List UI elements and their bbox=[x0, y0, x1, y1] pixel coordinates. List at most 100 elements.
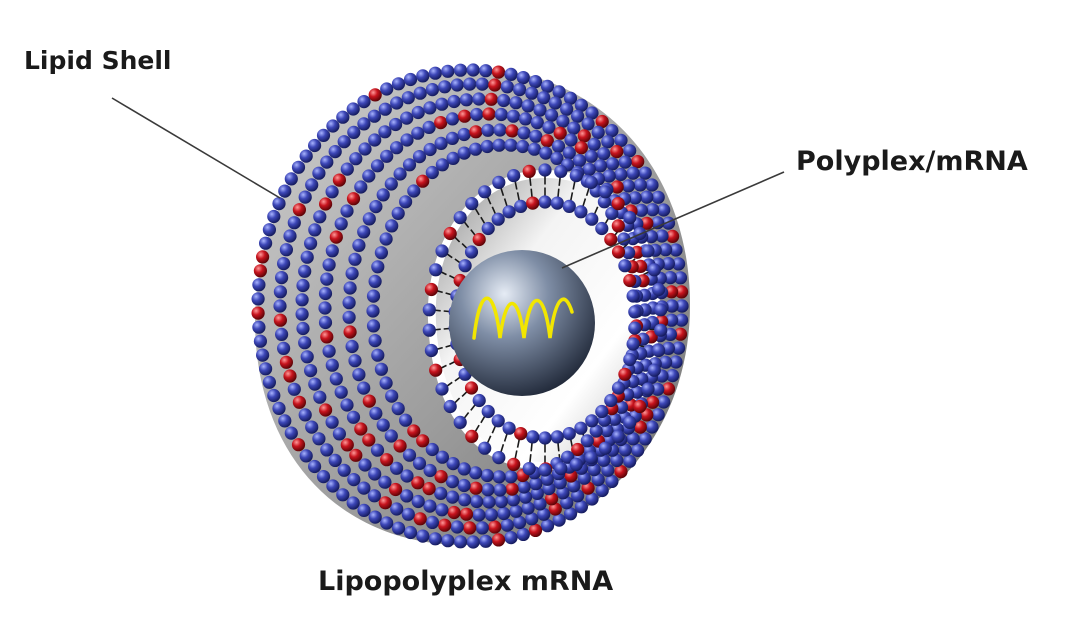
lipid-head bbox=[380, 516, 394, 530]
lipid-head bbox=[533, 103, 547, 117]
lipid-head bbox=[572, 154, 587, 168]
lipid-head bbox=[349, 152, 363, 166]
lipid-head bbox=[412, 150, 427, 164]
lipid-head bbox=[605, 474, 619, 488]
lipid-head bbox=[465, 429, 479, 443]
lipid-head bbox=[308, 459, 322, 474]
lipid-head bbox=[357, 481, 371, 495]
lipid-head bbox=[601, 463, 615, 477]
lipid-head bbox=[374, 362, 388, 376]
lipid-head bbox=[556, 114, 570, 128]
lipid-head bbox=[368, 334, 382, 348]
lipid-head bbox=[459, 507, 474, 521]
lipid-head bbox=[275, 271, 289, 285]
lipid-head bbox=[340, 204, 354, 218]
lipid-head bbox=[571, 442, 585, 457]
lipid-head bbox=[402, 448, 417, 462]
mrna-wave-icon bbox=[472, 296, 574, 340]
lipid-head bbox=[389, 482, 403, 497]
lipid-head bbox=[379, 232, 393, 246]
lipid-head bbox=[500, 80, 514, 94]
lipid-head bbox=[605, 157, 620, 171]
lipid-head bbox=[552, 85, 566, 99]
lipid-head bbox=[569, 169, 583, 183]
lipid-head bbox=[345, 339, 359, 354]
lipid-head bbox=[597, 195, 612, 209]
lipid-head bbox=[445, 131, 459, 145]
lipid-head bbox=[284, 172, 298, 186]
lipid-head bbox=[251, 306, 265, 320]
lipid-head bbox=[463, 77, 477, 91]
lipid-head bbox=[300, 250, 314, 264]
lipid-head bbox=[475, 77, 489, 91]
lipid-head bbox=[262, 223, 276, 237]
lipid-head bbox=[554, 462, 568, 476]
lipid-head bbox=[346, 496, 360, 510]
lipid-head bbox=[628, 305, 642, 319]
lipid-head bbox=[574, 98, 589, 112]
lipid-head bbox=[320, 272, 334, 286]
lipid-head bbox=[469, 481, 483, 495]
lipid-head bbox=[362, 169, 376, 183]
lipid-head bbox=[378, 496, 392, 510]
lipid-head bbox=[400, 469, 414, 483]
lipid-head bbox=[538, 163, 552, 177]
lipid-head bbox=[623, 352, 637, 367]
lipid-head bbox=[545, 492, 559, 506]
lipid-head bbox=[291, 438, 306, 452]
lipid-head bbox=[585, 414, 599, 428]
lipid-head bbox=[528, 523, 543, 538]
lipid-head bbox=[445, 475, 459, 489]
lipid-head bbox=[638, 432, 652, 446]
lipid-head bbox=[672, 341, 686, 355]
lipid-head bbox=[562, 199, 576, 213]
lipid-head bbox=[259, 362, 273, 376]
lipid-head bbox=[457, 127, 471, 142]
lipid-head bbox=[491, 65, 506, 79]
lipid-head bbox=[340, 398, 354, 412]
lipid-head bbox=[657, 395, 671, 409]
lipid-head bbox=[659, 355, 673, 369]
lipid-head bbox=[623, 211, 637, 225]
lipid-head bbox=[618, 259, 632, 273]
lipid-head bbox=[416, 434, 430, 448]
lipid-head bbox=[574, 500, 589, 514]
lipid-head bbox=[614, 400, 629, 414]
lipid-head bbox=[475, 521, 489, 535]
lipid-head bbox=[252, 278, 266, 292]
lipid-head bbox=[390, 502, 404, 516]
lipid-head bbox=[348, 354, 362, 368]
lipid-head bbox=[655, 229, 669, 243]
lipid-head bbox=[376, 188, 390, 202]
lipid-head bbox=[505, 482, 519, 496]
lipid-head bbox=[275, 327, 289, 341]
lipid-head bbox=[291, 160, 306, 174]
lipid-head bbox=[646, 203, 660, 217]
lipid-head bbox=[537, 91, 551, 105]
lipid-head bbox=[357, 95, 371, 109]
lipid-head bbox=[481, 123, 495, 137]
lipid-head bbox=[325, 415, 339, 429]
lipid-head bbox=[597, 147, 611, 161]
lipid-head bbox=[457, 146, 471, 160]
lipid-head bbox=[550, 430, 564, 444]
lipid-head bbox=[571, 109, 585, 123]
lipid-head bbox=[601, 135, 615, 149]
lipid-head bbox=[556, 486, 570, 500]
lipid-head bbox=[574, 205, 588, 219]
lipid-head bbox=[584, 451, 598, 465]
lipid-head bbox=[526, 430, 540, 444]
lipid-head bbox=[640, 190, 654, 204]
lipid-head bbox=[435, 503, 449, 517]
lipid-head bbox=[481, 404, 495, 419]
lipid-head bbox=[548, 502, 562, 516]
lipid-head bbox=[450, 520, 464, 534]
lipid-head bbox=[494, 107, 508, 122]
lipid-head bbox=[472, 92, 486, 106]
lipid-head bbox=[287, 216, 301, 230]
lipid-head bbox=[651, 190, 665, 204]
lipid-head bbox=[659, 243, 673, 257]
lipid-head bbox=[538, 431, 552, 445]
lipid-head bbox=[422, 303, 436, 317]
lipid-head bbox=[554, 164, 568, 178]
